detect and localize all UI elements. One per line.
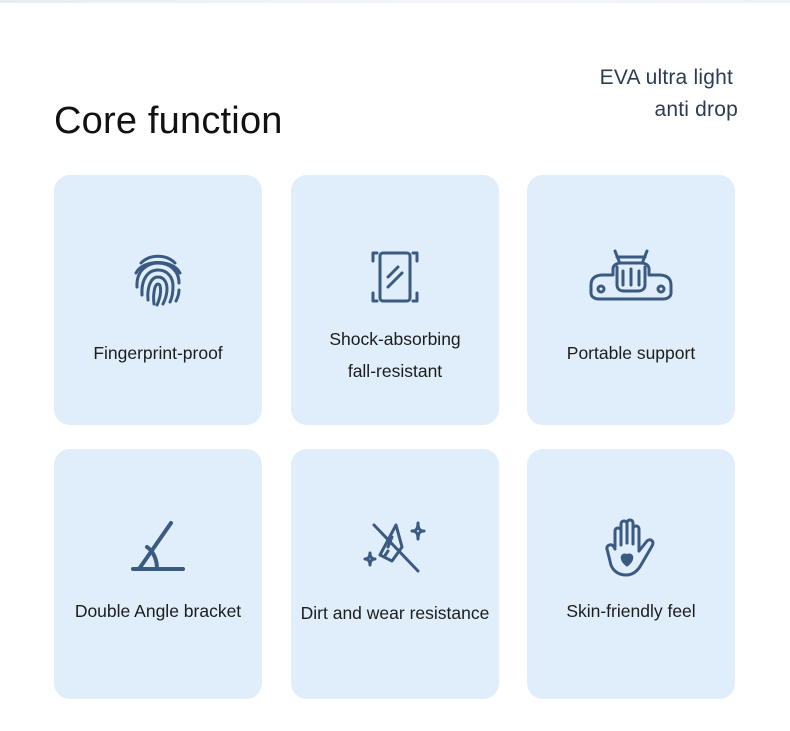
feature-card-dirt-wear-resistance: Dirt and wear resistance <box>291 449 499 699</box>
feature-card-fingerprint-proof: Fingerprint-proof <box>54 175 262 425</box>
feature-card-portable-support: Portable support <box>527 175 735 425</box>
tagline: EVA ultra light anti drop <box>600 62 738 126</box>
shock-absorbing-icon <box>371 251 419 303</box>
angle-bracket-icon <box>131 521 185 571</box>
top-divider <box>0 0 790 3</box>
fingerprint-icon <box>134 254 182 307</box>
portable-support-icon <box>589 249 673 301</box>
feature-card-shock-absorbing: Shock-absorbing fall-resistant <box>291 175 499 425</box>
feature-card-double-angle-bracket: Double Angle bracket <box>54 449 262 699</box>
feature-label: Portable support <box>566 343 696 363</box>
page-title: Core function <box>54 100 283 142</box>
hand-heart-icon <box>605 518 655 577</box>
feature-label: Fingerprint-proof <box>93 343 223 363</box>
tagline-line-1: EVA ultra light <box>599 66 733 89</box>
feature-label: Skin-friendly feel <box>566 601 696 621</box>
tagline-line-2: anti drop <box>654 98 738 121</box>
feature-label: Dirt and wear resistance <box>300 603 490 623</box>
feature-label-line-1: Shock-absorbing <box>329 329 461 349</box>
feature-label-line-2: fall-resistant <box>347 361 443 381</box>
feature-card-skin-friendly-feel: Skin-friendly feel <box>527 449 735 699</box>
dirt-wear-resistance-icon <box>363 521 426 573</box>
feature-label: Double Angle bracket <box>74 601 242 621</box>
